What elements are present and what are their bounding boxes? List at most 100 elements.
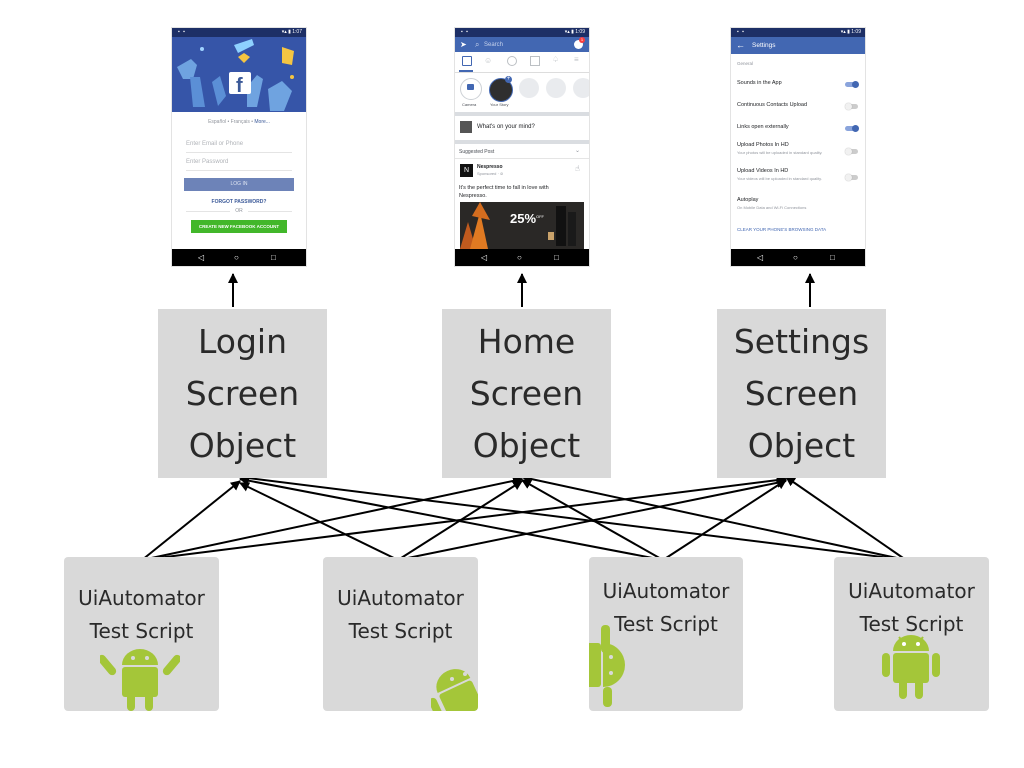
chevron-down-icon[interactable]: ⌄ [575, 148, 581, 154]
android-nav-bar: ◁ ○ □ [731, 249, 865, 266]
profile-avatar [460, 121, 472, 133]
promo-off: OFF [536, 214, 544, 219]
like-icon[interactable]: ☝ [575, 164, 580, 173]
notification-badge: 1 [579, 37, 585, 43]
back-icon[interactable]: ◁ [481, 253, 488, 262]
script-line: UiAutomator [848, 579, 975, 603]
advertiser-name[interactable]: Nespresso [477, 164, 503, 170]
home-icon[interactable]: ○ [517, 253, 522, 262]
home-icon[interactable]: ○ [234, 253, 239, 262]
arrow-script4-home [521, 474, 907, 561]
stories-row: Camera + Your Story [455, 73, 589, 111]
arrow-script4-login [239, 473, 907, 561]
story-thumbnail[interactable] [546, 78, 566, 98]
login-phone-screenshot: ▪ ▪ ▾▴ ▮ 1:07 f Español • Français • Mor… [172, 28, 306, 266]
box-line: Object [472, 426, 581, 465]
login-button[interactable]: LOG IN [184, 178, 294, 191]
story-thumbnail[interactable] [519, 78, 539, 98]
android-robot-icon [882, 635, 940, 699]
tab-bar: ☺ ♤ ≡ [455, 52, 589, 73]
test-script-box-4: UiAutomator Test Script [834, 557, 989, 711]
video-icon[interactable] [507, 56, 517, 66]
script-line: Test Script [348, 619, 453, 643]
toggle-off[interactable] [845, 148, 858, 155]
script-line: Test Script [614, 612, 718, 636]
toggle-on[interactable] [845, 125, 859, 132]
arrow-script4-settings [785, 476, 907, 561]
section-header: General [737, 61, 754, 66]
back-icon[interactable]: ◁ [198, 253, 205, 262]
arrow-script1-settings [141, 475, 787, 561]
messenger-icon[interactable] [574, 40, 583, 49]
suggested-post-label: Suggested Post [459, 149, 495, 155]
android-robot-icon [100, 649, 180, 711]
setting-row-autoplay[interactable]: Autoplay On Mobile Data and Wi-Fi Connec… [737, 197, 807, 210]
setting-row-links-external[interactable]: Links open externally [731, 122, 865, 136]
test-script-box-1: UiAutomator Test Script [64, 557, 219, 711]
promo-percent: 25% [510, 211, 537, 226]
script-line: UiAutomator [337, 586, 464, 610]
test-script-box-2: UiAutomator Test Script [323, 557, 478, 711]
toggle-off[interactable] [845, 174, 858, 181]
sponsored-label: Sponsored · ⊘ [477, 171, 504, 176]
ad-image[interactable]: 25% OFF [460, 202, 584, 249]
news-feed-icon[interactable] [462, 56, 472, 66]
email-field[interactable]: Enter Email or Phone [186, 141, 244, 147]
recents-icon[interactable]: □ [554, 253, 559, 262]
login-hero-illustration: f [172, 37, 306, 112]
setting-row-photos-hd[interactable]: Upload Photos In HD Your photos will be … [731, 141, 865, 163]
setting-row-videos-hd[interactable]: Upload Videos In HD Your videos will be … [731, 167, 865, 189]
clear-browsing-data-link[interactable]: CLEAR YOUR PHONE'S BROWSING DATA [737, 227, 827, 232]
status-bar: ▪ ▪ ▾▴ ▮ 1:09 [455, 28, 589, 37]
story-thumbnail[interactable] [573, 78, 589, 98]
search-input[interactable]: Search [484, 42, 504, 48]
setting-row-contacts-upload[interactable]: Continuous Contacts Upload [731, 100, 865, 114]
home-search-header: ➤ ⌕ Search 1 [455, 37, 589, 52]
or-divider: OR [235, 208, 243, 214]
android-robot-icon [431, 669, 478, 711]
home-icon[interactable]: ○ [793, 253, 798, 262]
create-account-button[interactable]: CREATE NEW FACEBOOK ACCOUNT [191, 220, 287, 233]
composer-prompt[interactable]: What's on your mind? [477, 124, 535, 130]
toggle-off[interactable] [845, 103, 858, 110]
script-line: Test Script [859, 612, 964, 636]
arrow-script1-home [141, 475, 523, 561]
settings-screen-object-box: Settings Screen Object [717, 309, 886, 478]
login-screen-object-box: Login Screen Object [158, 309, 327, 478]
nespresso-logo: N [460, 164, 473, 177]
camera-send-icon[interactable]: ➤ [460, 40, 467, 49]
password-field[interactable]: Enter Password [186, 159, 229, 165]
home-screen-object-box: Home Screen Object [442, 309, 611, 478]
toggle-on[interactable] [845, 81, 859, 88]
box-line: Screen [469, 374, 584, 413]
page-title: Settings [752, 42, 776, 49]
recents-icon[interactable]: □ [830, 253, 835, 262]
android-nav-bar: ◁ ○ □ [455, 249, 589, 266]
android-nav-bar: ◁ ○ □ [172, 249, 306, 266]
forgot-password-link[interactable]: FORGOT PASSWORD? [211, 199, 267, 205]
script-line: UiAutomator [602, 579, 730, 603]
svg-text:f: f [236, 75, 243, 97]
language-links[interactable]: Español • Français • More... [208, 119, 270, 125]
box-line: Object [747, 426, 856, 465]
box-line: Object [188, 426, 297, 465]
menu-icon[interactable]: ≡ [574, 55, 579, 64]
marketplace-icon[interactable] [530, 56, 540, 66]
arrow-script1-login [141, 480, 241, 561]
box-line: Settings [733, 322, 870, 361]
home-phone-screenshot: ▪ ▪ ▾▴ ▮ 1:09 ➤ ⌕ Search 1 ☺ ♤ ≡ Camera … [455, 28, 589, 266]
recents-icon[interactable]: □ [271, 253, 276, 262]
status-bar: ▪ ▪ ▾▴ ▮ 1:09 [731, 28, 865, 37]
back-icon[interactable]: ◁ [757, 253, 764, 262]
search-icon: ⌕ [475, 40, 480, 49]
settings-phone-screenshot: ▪ ▪ ▾▴ ▮ 1:09 ← Settings General Sounds … [731, 28, 865, 266]
setting-row-sounds[interactable]: Sounds in the App [731, 78, 865, 92]
android-robot-icon [589, 625, 625, 707]
friends-icon[interactable]: ☺ [484, 56, 493, 65]
box-line: Screen [744, 374, 859, 413]
script-line: Test Script [89, 619, 194, 643]
back-arrow-icon[interactable]: ← [736, 40, 745, 50]
test-script-box-3: UiAutomator Test Script [589, 557, 743, 711]
notifications-icon[interactable]: ♤ [552, 55, 560, 64]
